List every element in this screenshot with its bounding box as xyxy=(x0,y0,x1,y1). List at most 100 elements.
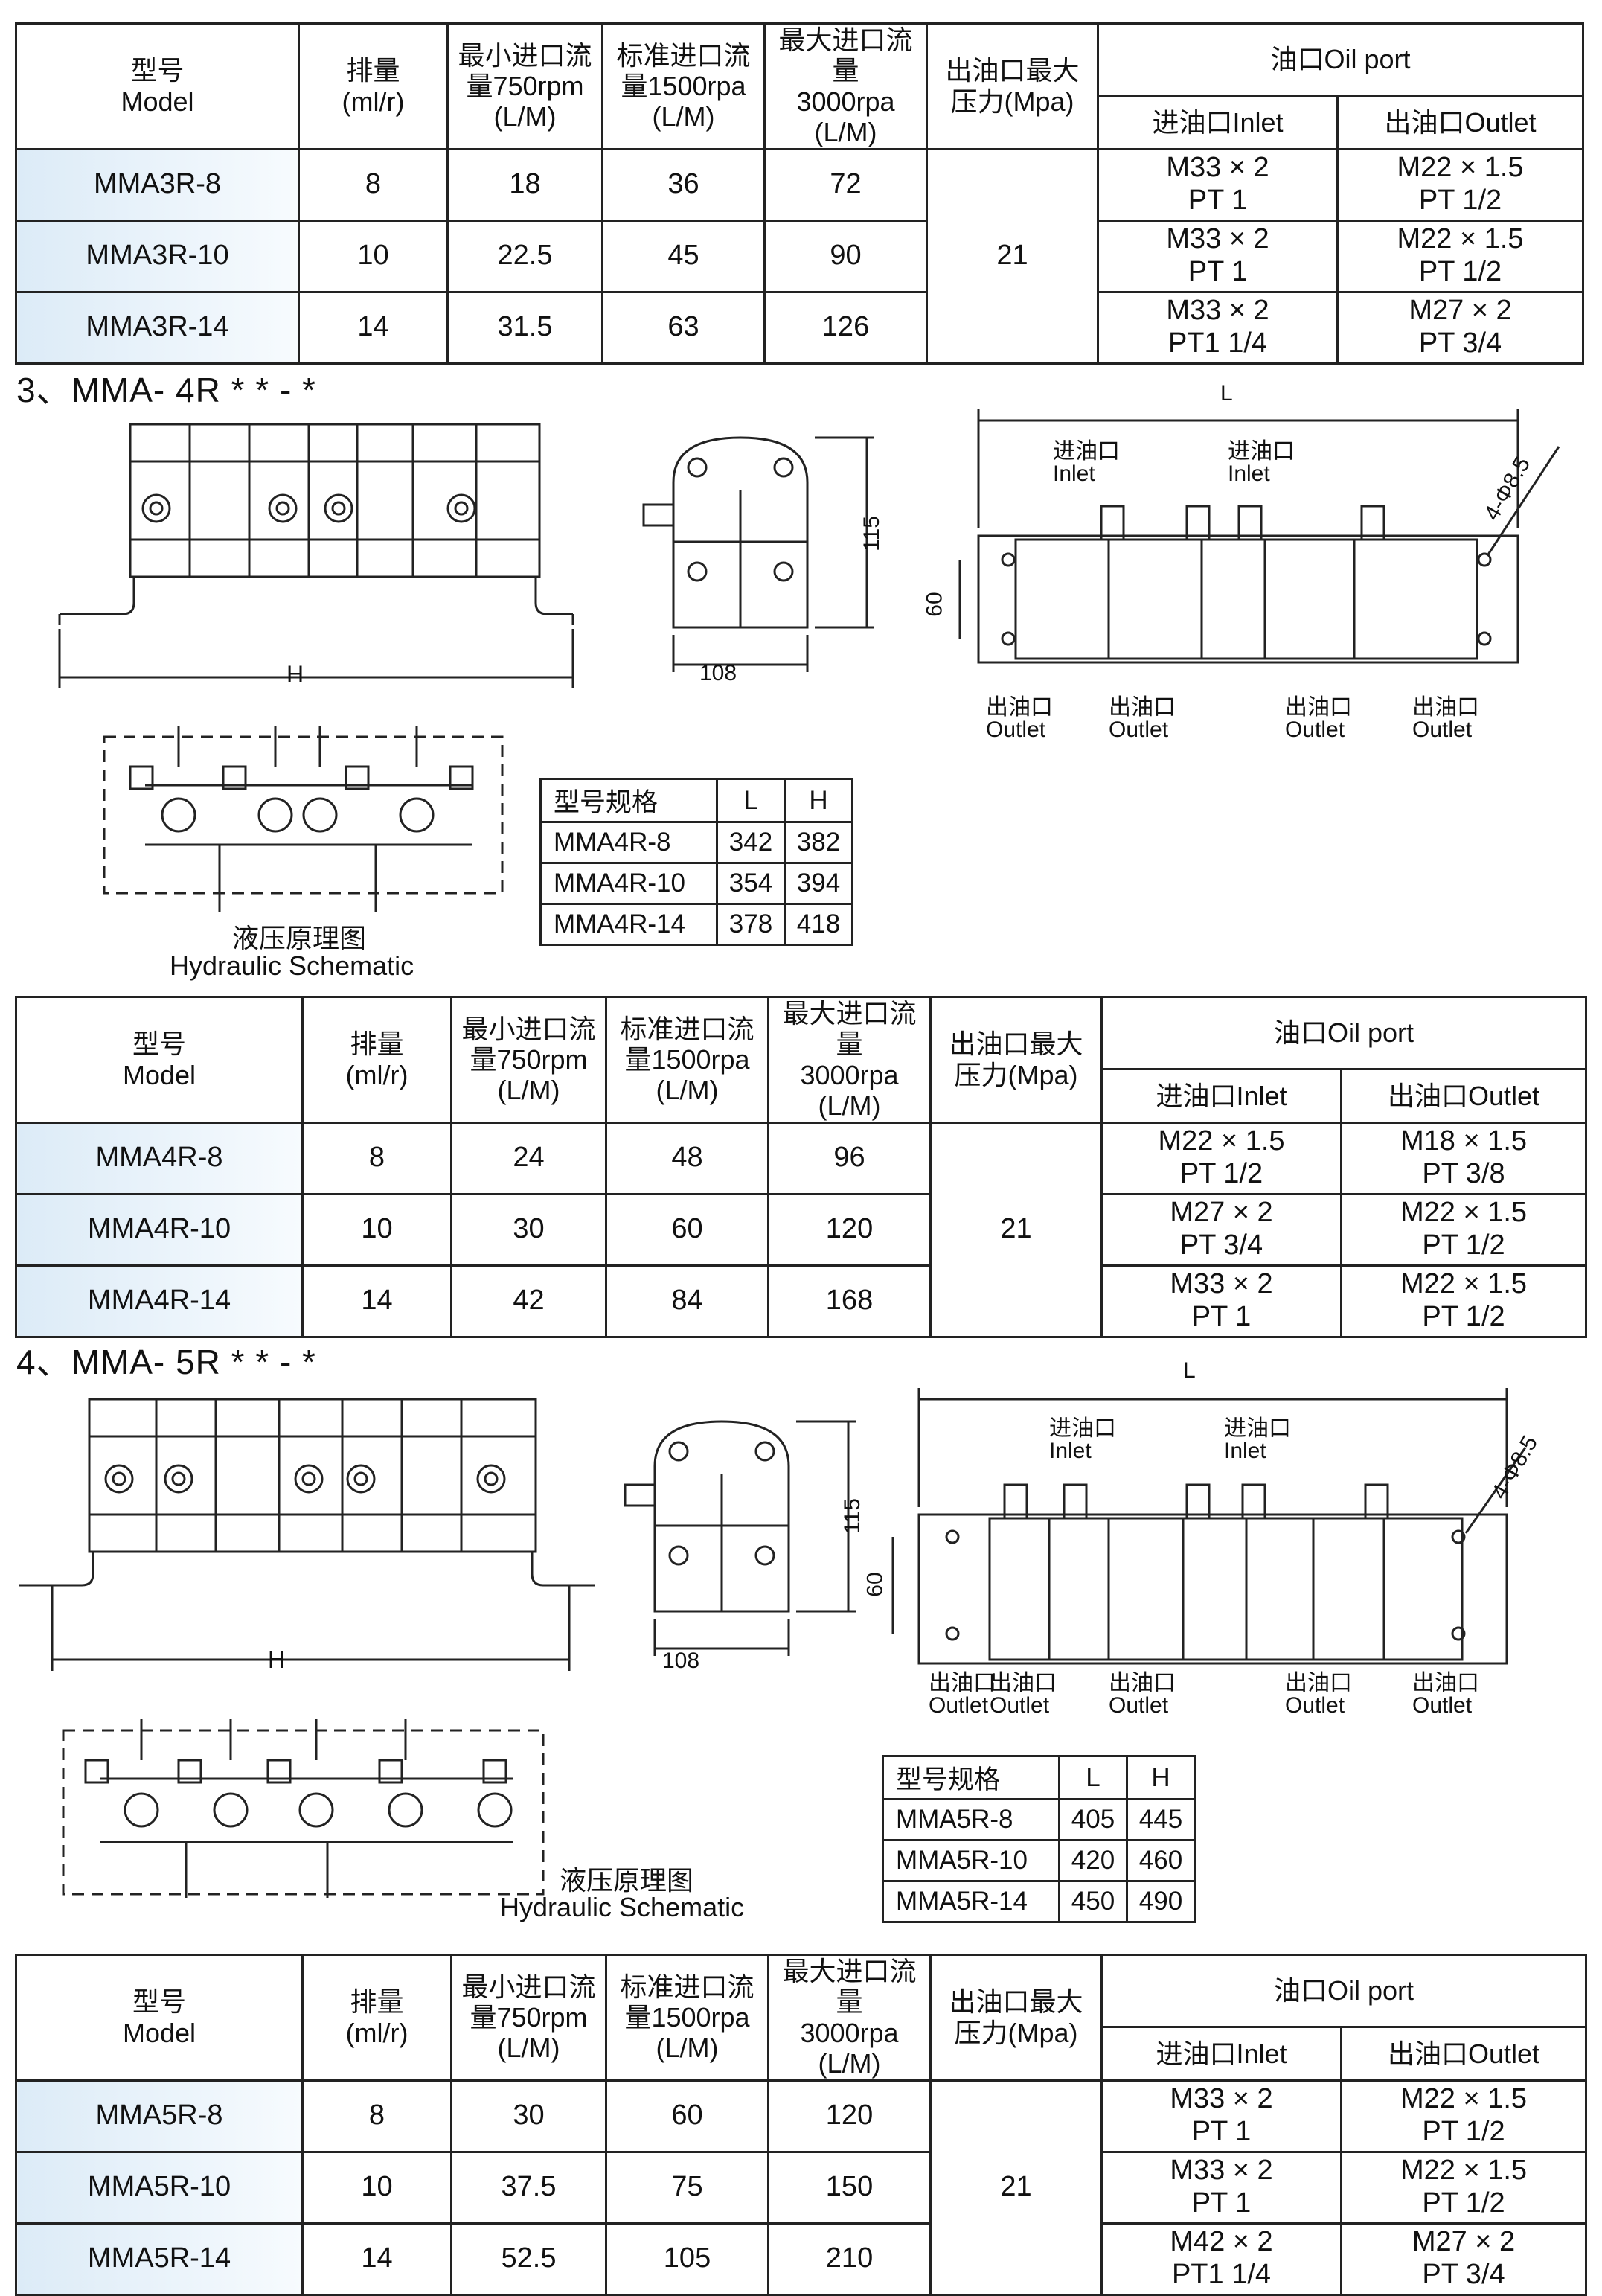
header-std-flow: 标准进口流量1500rpa(L/M) xyxy=(605,1954,769,2082)
top-view-drawing-5r xyxy=(871,1381,1540,1701)
dim-cell: MMA5R-10 xyxy=(882,1839,1060,1882)
min-flow-cell: 37.5 xyxy=(450,2150,607,2225)
dim-cell: 405 xyxy=(1058,1798,1128,1841)
min-flow-cell: 30 xyxy=(450,2079,607,2153)
model-cell: MMA3R-8 xyxy=(15,147,300,222)
header-displacement: 排量(ml/r) xyxy=(298,22,449,150)
std-flow-cell: 60 xyxy=(605,1192,769,1267)
dim-cell: MMA4R-10 xyxy=(539,862,718,905)
schematic-label-en: Hydraulic Schematic xyxy=(500,1892,745,1922)
dim-cell: 420 xyxy=(1058,1839,1128,1882)
dim-cell: 460 xyxy=(1126,1839,1196,1882)
std-flow-cell: 105 xyxy=(605,2222,769,2296)
dim-cell: 394 xyxy=(784,862,853,905)
disp-cell: 10 xyxy=(301,2150,452,2225)
dim-cell: MMA5R-8 xyxy=(882,1798,1060,1841)
header-inlet: 进油口Inlet xyxy=(1097,95,1339,150)
header-min-flow: 最小进口流量750rpm(L/M) xyxy=(450,996,607,1124)
model-cell: MMA4R-10 xyxy=(15,1192,304,1267)
disp-cell: 14 xyxy=(301,1264,452,1338)
max-flow-cell: 90 xyxy=(763,219,928,293)
min-flow-cell: 42 xyxy=(450,1264,607,1338)
pressure-cell: 21 xyxy=(929,1121,1103,1338)
dim-cell: 445 xyxy=(1126,1798,1196,1841)
model-cell: MMA3R-10 xyxy=(15,219,300,293)
header-std-flow: 标准进口流量1500rpa(L/M) xyxy=(605,996,769,1124)
disp-cell: 10 xyxy=(298,219,449,293)
dim-label-115: 115 xyxy=(839,1498,865,1534)
disp-cell: 8 xyxy=(298,147,449,222)
dim-header: L xyxy=(1058,1755,1128,1800)
dim-header: H xyxy=(784,778,853,823)
std-flow-cell: 75 xyxy=(605,2150,769,2225)
max-flow-cell: 96 xyxy=(767,1121,932,1195)
std-flow-cell: 63 xyxy=(601,290,766,365)
dim-cell: 490 xyxy=(1126,1880,1196,1923)
side-view-drawing-4r xyxy=(629,423,911,676)
max-flow-cell: 126 xyxy=(763,290,928,365)
header-oil-port: 油口Oil port xyxy=(1096,22,1585,97)
max-flow-cell: 72 xyxy=(763,147,928,222)
max-flow-cell: 210 xyxy=(767,2222,932,2296)
dim-label-60: 60 xyxy=(862,1572,888,1597)
schematic-label-cn: 液压原理图 xyxy=(560,1865,694,1896)
dim-label-108: 108 xyxy=(699,661,737,685)
dim-label-115: 115 xyxy=(859,516,884,551)
dim-header: H xyxy=(1126,1755,1196,1800)
dim-cell: 382 xyxy=(784,821,853,864)
min-flow-cell: 24 xyxy=(450,1121,607,1195)
model-cell: MMA3R-14 xyxy=(15,290,300,365)
std-flow-cell: 45 xyxy=(601,219,766,293)
std-flow-cell: 48 xyxy=(605,1121,769,1195)
std-flow-cell: 36 xyxy=(601,147,766,222)
dim-cell: 354 xyxy=(716,862,786,905)
section-title-5r: 4、MMA- 5R * * - * xyxy=(16,1343,316,1381)
header-displacement: 排量(ml/r) xyxy=(301,996,452,1124)
top-view-drawing-4r xyxy=(930,402,1577,685)
min-flow-cell: 30 xyxy=(450,1192,607,1267)
disp-cell: 10 xyxy=(301,1192,452,1267)
header-std-flow: 标准进口流量1500rpa(L/M) xyxy=(601,22,766,150)
header-displacement: 排量(ml/r) xyxy=(301,1954,452,2082)
disp-cell: 8 xyxy=(301,1121,452,1195)
max-flow-cell: 168 xyxy=(767,1264,932,1338)
pressure-cell: 21 xyxy=(926,147,1099,365)
model-cell: MMA4R-8 xyxy=(15,1121,304,1195)
front-view-drawing-5r xyxy=(15,1388,603,1678)
